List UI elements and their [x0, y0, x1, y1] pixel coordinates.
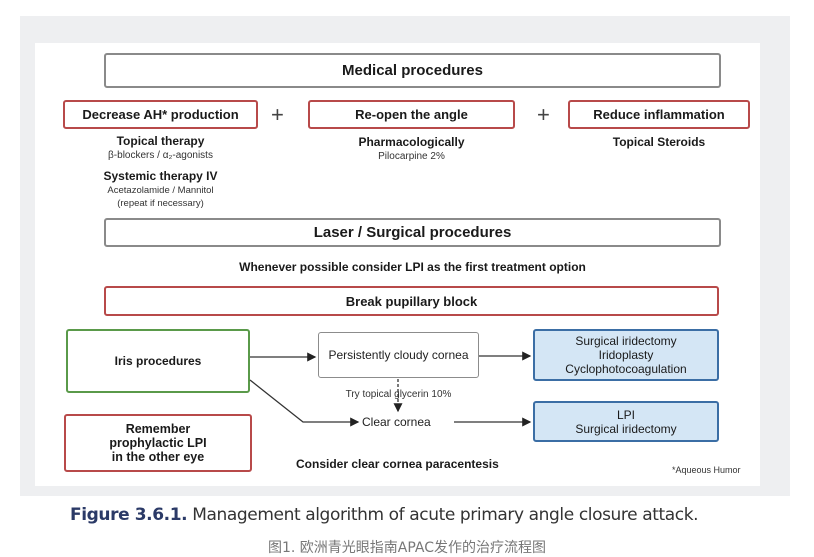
try-glycerin-note: Try topical glycerin 10% [345, 389, 452, 400]
cloudy-outcome-item: Surgical iridectomy [575, 334, 677, 348]
topical-steroids-heading: Topical Steroids [612, 135, 706, 149]
clear-outcome-item: Surgical iridectomy [575, 421, 677, 436]
laser-surgical-box: Laser / Surgical procedures [104, 218, 721, 247]
reduce-inflammation-box: Reduce inflammation [568, 100, 750, 129]
remember-lpi-box: Remember prophylactic LPI in the other e… [64, 414, 252, 472]
systemic-therapy-note: (repeat if necessary) [117, 198, 204, 209]
medical-procedures-label: Medical procedures [342, 62, 483, 79]
figure-caption: Figure 3.6.1. Management algorithm of ac… [70, 505, 699, 525]
persistently-cloudy-label: Persistently cloudy cornea [328, 348, 469, 362]
reopen-angle-label: Re-open the angle [355, 107, 468, 122]
persistently-cloudy-box: Persistently cloudy cornea [318, 332, 479, 378]
reduce-inflammation-label: Reduce inflammation [593, 107, 725, 122]
cloudy-outcome-box: Surgical iridectomy Iridoplasty Cyclopho… [533, 329, 719, 381]
medical-procedures-box: Medical procedures [104, 53, 721, 88]
aqueous-humor-footnote: *Aqueous Humor [672, 465, 741, 475]
decrease-ah-label: Decrease AH* production [82, 107, 239, 122]
iris-procedures-label: Iris procedures [114, 354, 202, 368]
break-pupillary-block-label: Break pupillary block [345, 293, 478, 309]
break-pupillary-block-box: Break pupillary block [104, 286, 719, 316]
systemic-therapy-drugs: Acetazolamide / Mannitol [107, 185, 214, 196]
figure-label: Figure 3.6.1. [70, 505, 188, 525]
clear-outcome-box: LPI Surgical iridectomy [533, 401, 719, 442]
remember-lpi-line: Remember [125, 422, 191, 436]
remember-lpi-line: prophylactic LPI [109, 436, 207, 450]
chinese-caption: 图1. 欧洲青光眼指南APAC发作的治疗流程图 [267, 540, 547, 556]
cloudy-outcome-item: Cyclophotocoagulation [565, 362, 687, 376]
clear-cornea-label: Clear cornea [362, 415, 431, 429]
plus-icon: + [537, 102, 550, 127]
topical-therapy-drugs: β-blockers / α₂-agonists [108, 150, 213, 161]
pilocarpine-text: Pilocarpine 2% [378, 151, 445, 162]
remember-lpi-line: in the other eye [111, 450, 205, 464]
lpi-first-note: Whenever possible consider LPI as the fi… [239, 260, 586, 274]
pharmacologically-heading: Pharmacologically [358, 135, 465, 149]
plus-icon: + [271, 102, 284, 127]
figure-text: Management algorithm of acute primary an… [187, 505, 699, 525]
topical-therapy-heading: Topical therapy [116, 134, 205, 148]
paracentesis-note: Consider clear cornea paracentesis [296, 457, 499, 471]
systemic-therapy-heading: Systemic therapy IV [103, 169, 218, 183]
cloudy-outcome-item: Iridoplasty [598, 348, 654, 362]
decrease-ah-box: Decrease AH* production [63, 100, 258, 129]
laser-surgical-label: Laser / Surgical procedures [313, 224, 512, 241]
reopen-angle-box: Re-open the angle [308, 100, 515, 129]
iris-procedures-box: Iris procedures [66, 329, 250, 393]
clear-outcome-item: LPI [616, 407, 635, 422]
